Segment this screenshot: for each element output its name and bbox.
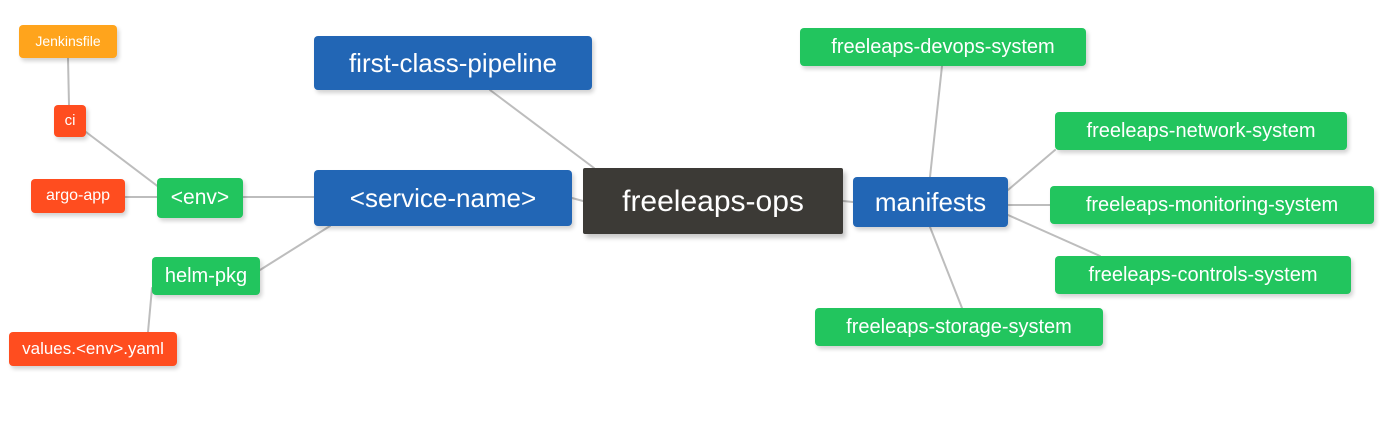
edge-freeleaps-ops-to-first-class-pipeline [489,89,595,169]
node-label: Jenkinsfile [35,32,101,49]
edge-helm-pkg-to-values-env-yaml [147,287,153,333]
mindmap-node-helm-pkg[interactable]: helm-pkg [152,257,260,295]
mindmap-node-env[interactable]: <env> [157,178,243,218]
node-label: freeleaps-network-system [1086,120,1316,142]
node-label: <service-name> [349,182,537,213]
mindmap-node-freeleaps-ops[interactable]: freeleaps-ops [583,168,843,234]
node-label: manifests [874,186,987,217]
mindmap-node-service-name[interactable]: <service-name> [314,170,572,226]
mindmap-node-values-env-yaml[interactable]: values.<env>.yaml [9,332,177,366]
mindmap-node-freeleaps-storage-system[interactable]: freeleaps-storage-system [815,308,1103,346]
mindmap-node-freeleaps-controls-system[interactable]: freeleaps-controls-system [1055,256,1351,294]
edge-service-name-to-helm-pkg [259,225,331,271]
mindmap-node-jenkinsfile[interactable]: Jenkinsfile [19,25,117,58]
node-label: <env> [170,186,230,210]
mindmap-node-argo-app[interactable]: argo-app [31,179,125,213]
mindmap-node-ci[interactable]: ci [54,105,86,137]
mindmap-node-freeleaps-devops-system[interactable]: freeleaps-devops-system [800,28,1086,66]
node-label: values.<env>.yaml [22,338,164,358]
node-label: argo-app [45,187,111,205]
edge-manifests-to-freeleaps-devops-system [929,65,943,178]
node-label: freeleaps-controls-system [1088,264,1318,286]
node-label: helm-pkg [164,265,248,287]
edge-manifests-to-freeleaps-network-system [1007,149,1056,191]
node-label: freeleaps-storage-system [846,316,1072,338]
mindmap-node-first-class-pipeline[interactable]: first-class-pipeline [314,36,592,90]
edge-manifests-to-freeleaps-storage-system [929,226,963,309]
node-label: ci [64,111,76,129]
node-label: freeleaps-ops [622,184,804,218]
node-label: first-class-pipeline [348,47,558,78]
mindmap-node-freeleaps-monitoring-system[interactable]: freeleaps-monitoring-system [1050,186,1374,224]
edge-freeleaps-ops-to-manifests [842,200,854,203]
node-label: freeleaps-monitoring-system [1085,194,1339,216]
mindmap-node-manifests[interactable]: manifests [853,177,1008,227]
node-label: freeleaps-devops-system [831,36,1055,58]
edge-ci-to-jenkinsfile [67,57,70,106]
mindmap-node-freeleaps-network-system[interactable]: freeleaps-network-system [1055,112,1347,150]
edge-freeleaps-ops-to-service-name [571,197,584,202]
